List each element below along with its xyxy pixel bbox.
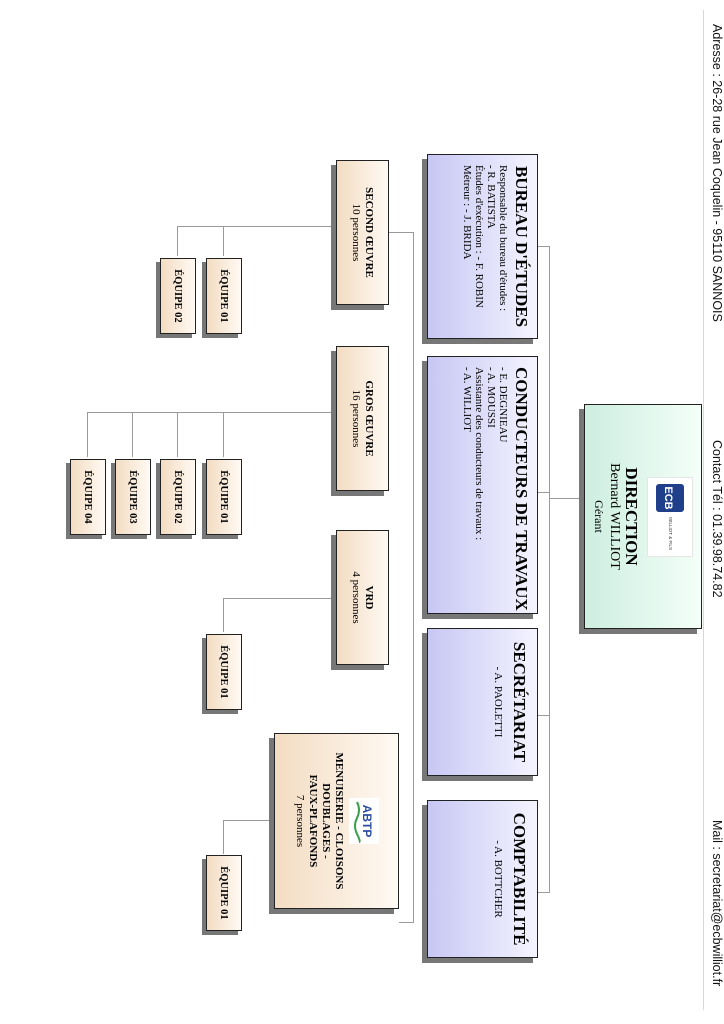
menuiserie-line: MENUISERIE - CLOISONS xyxy=(333,752,346,890)
svg-text:ABTP: ABTP xyxy=(361,805,375,838)
bureau-etudes-line: - R. BATISTA xyxy=(485,165,497,229)
ecb-logo-icon: ECB xyxy=(656,484,685,513)
comptabilite-line: - A. BOTTCHER xyxy=(492,840,504,918)
connector-vrd-team-stem xyxy=(223,598,336,599)
menuiserie-line: DOUBLAGES - xyxy=(320,783,333,859)
second-oeuvre-team-2: ÉQUIPE 02 xyxy=(160,258,196,334)
footer-mail: Mail : secretariat@ecbwilliot.fr xyxy=(710,820,724,987)
connector-second-team-1-h xyxy=(223,226,224,256)
svg-text:ECB: ECB xyxy=(663,486,675,509)
connector-vrd-team-1 xyxy=(223,598,224,632)
second-oeuvre-team-1: ÉQUIPE 01 xyxy=(206,258,242,334)
bureau-etudes-line: Responsable du bureau d'études : xyxy=(497,165,509,312)
gros-oeuvre-box: GROS ŒUVRE 16 personnes xyxy=(336,346,389,491)
conducteurs-travaux-title: CONDUCTEURS DE TRAVAUX xyxy=(512,367,531,611)
gros-oeuvre-team-1: ÉQUIPE 01 xyxy=(206,459,242,535)
second-oeuvre-count: 10 personnes xyxy=(350,203,363,262)
connector-comptabilite xyxy=(538,892,550,893)
connector-gros-team-3 xyxy=(132,412,133,457)
connector-gros-team-4 xyxy=(87,412,88,457)
connector-gros-team-1 xyxy=(223,412,224,457)
bureau-etudes-title: BUREAU D'ÉTUDES xyxy=(512,165,531,328)
connector-second xyxy=(389,232,414,233)
footer-contact: Contact Tél : 01.39.98.74.82 xyxy=(710,440,724,598)
connector-menuiserie xyxy=(399,922,414,923)
second-oeuvre-title: SECOND ŒUVRE xyxy=(363,187,376,278)
connector-direction-stem xyxy=(550,498,579,499)
abtp-logo-icon: ABTP xyxy=(349,798,380,844)
connector-trades-bus xyxy=(413,232,414,922)
vrd-count: 4 personnes xyxy=(350,571,363,624)
second-oeuvre-box: SECOND ŒUVRE 10 personnes xyxy=(336,160,389,305)
gros-oeuvre-title: GROS ŒUVRE xyxy=(363,380,376,457)
gros-oeuvre-team-2: ÉQUIPE 02 xyxy=(160,459,196,535)
connector-department-bus xyxy=(549,246,550,893)
gros-oeuvre-count: 16 personnes xyxy=(350,389,363,448)
direction-title: DIRECTION xyxy=(622,467,642,566)
footer-divider xyxy=(703,10,704,1010)
conducteurs-travaux-line: - A. MOUSSI xyxy=(485,367,497,428)
conducteurs-travaux-line: - E. DEGNIEAU xyxy=(497,367,509,443)
gros-oeuvre-team-4: ÉQUIPE 04 xyxy=(70,459,106,535)
vrd-title: VRD xyxy=(363,585,376,610)
secretariat-box: SECRÉTARIAT - A. PAOLETTI xyxy=(427,628,538,776)
conducteurs-travaux-line: - A. WILLIOT xyxy=(461,367,473,432)
vrd-team-1: ÉQUIPE 01 xyxy=(206,634,242,710)
secretariat-title: SECRÉTARIAT xyxy=(510,641,529,763)
vrd-box: VRD 4 personnes xyxy=(336,530,389,665)
direction-box: ECB WILLIOT & FILS DIRECTION Bernard WIL… xyxy=(584,404,702,629)
comptabilite-title: COMPTABILITÉ xyxy=(510,812,529,946)
menuiserie-count: 7 personnes xyxy=(294,794,307,848)
direction-role: Gérant xyxy=(592,500,607,533)
connector-menuiserie-team-1 xyxy=(223,820,224,854)
gros-oeuvre-team-3: ÉQUIPE 03 xyxy=(115,459,151,535)
footer-address: Adresse : 26-28 rue Jean Coquelin - 9511… xyxy=(710,24,724,322)
conducteurs-travaux-line: Assistante des conducteurs de travaux : xyxy=(473,367,485,541)
bureau-etudes-box: BUREAU D'ÉTUDES Responsable du bureau d'… xyxy=(427,154,538,339)
secretariat-line: - A. PAOLETTI xyxy=(492,666,504,738)
menuiserie-line: FAUX-PLAFONDS xyxy=(307,774,320,868)
ecb-logo-caption: WILLIOT & FILS xyxy=(668,517,673,550)
connector-conducteurs xyxy=(538,492,550,493)
direction-name: Bernard WILLIOT xyxy=(607,463,623,570)
comptabilite-box: COMPTABILITÉ - A. BOTTCHER xyxy=(427,800,538,958)
ecb-logo: ECB WILLIOT & FILS xyxy=(647,476,694,557)
conducteurs-travaux-box: CONDUCTEURS DE TRAVAUX - E. DEGNIEAU - A… xyxy=(427,356,538,614)
connector-bureau xyxy=(538,246,550,247)
connector-second-team-2-h xyxy=(177,226,178,256)
menuiserie-box: ABTP MENUISERIE - CLOISONS DOUBLAGES - F… xyxy=(274,733,399,909)
connector-secretariat xyxy=(538,715,550,716)
bureau-etudes-line: Études d'exécution : - F. ROBIN xyxy=(473,165,485,308)
connector-second-team-stem xyxy=(178,226,336,227)
bureau-etudes-line: Métreur : - J. BRIDA xyxy=(461,165,473,260)
connector-gros-team-stem xyxy=(88,412,336,413)
menuiserie-team-1: ÉQUIPE 01 xyxy=(206,855,242,931)
connector-gros-team-2 xyxy=(177,412,178,457)
connector-menuiserie-team-stem xyxy=(223,820,274,821)
